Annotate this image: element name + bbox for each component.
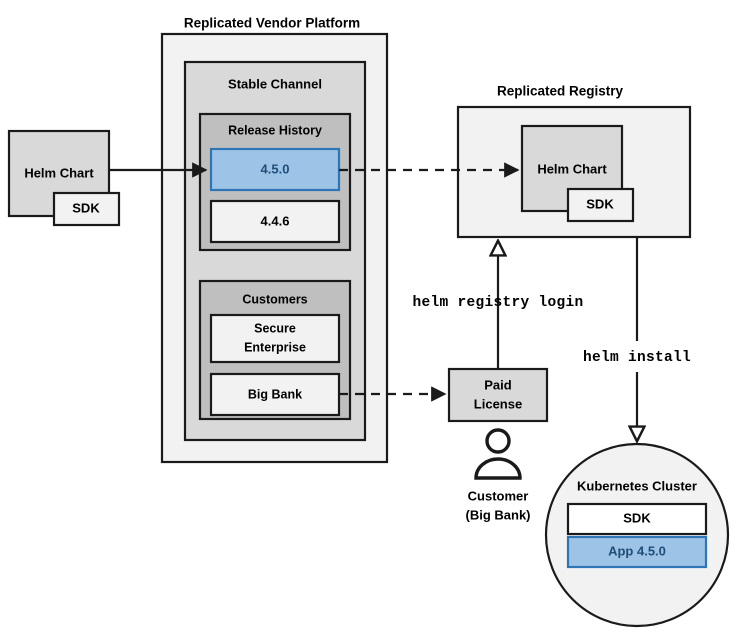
customer-item-secure-enterprise-label-line2: Enterprise <box>244 340 306 354</box>
customer-actor-label-line2: (Big Bank) <box>466 507 531 522</box>
cluster-component-app-label: App 4.5.0 <box>608 543 666 558</box>
customers-title: Customers <box>242 292 307 306</box>
release-item-4-4-6-label: 4.4.6 <box>261 213 290 228</box>
customer-item-secure-enterprise-label-line1: Secure <box>254 321 296 335</box>
paid-license-label-line1: Paid <box>484 377 512 392</box>
kubernetes-cluster-title: Kubernetes Cluster <box>577 478 697 493</box>
helm-install-command: helm install <box>583 350 691 366</box>
registry-sdk-box[interactable] <box>566 187 635 223</box>
cluster-component-app-box[interactable] <box>566 535 708 569</box>
stable-channel-title: Stable Channel <box>228 76 322 91</box>
customer-actor-label-line1: Customer <box>468 488 529 503</box>
paid-license-box[interactable] <box>447 367 549 423</box>
customer-item-big-bank[interactable] <box>209 372 341 417</box>
registry-sdk-label: SDK <box>586 196 614 211</box>
customer-item-big-bank-label: Big Bank <box>248 387 302 401</box>
registry-title: Replicated Registry <box>497 84 624 99</box>
customer-item-secure-enterprise[interactable] <box>209 313 341 364</box>
registry-helm-chart-label: Helm Chart <box>537 161 607 176</box>
paid-license-label-line2: License <box>474 396 522 411</box>
vendor-platform-title: Replicated Vendor Platform <box>184 16 360 31</box>
release-item-4-4-6[interactable] <box>209 199 341 244</box>
customer-person-icon <box>474 428 522 480</box>
cluster-component-sdk-box[interactable] <box>566 502 708 536</box>
cluster-component-sdk-label: SDK <box>623 510 651 525</box>
helm-registry-login-command: helm registry login <box>412 295 583 311</box>
source-sdk-label: SDK <box>72 200 100 215</box>
source-helm-chart-label: Helm Chart <box>24 165 94 180</box>
source-sdk-box[interactable] <box>52 191 121 227</box>
release-item-4-5-0-label: 4.5.0 <box>261 161 290 176</box>
release-history-title: Release History <box>228 123 322 137</box>
